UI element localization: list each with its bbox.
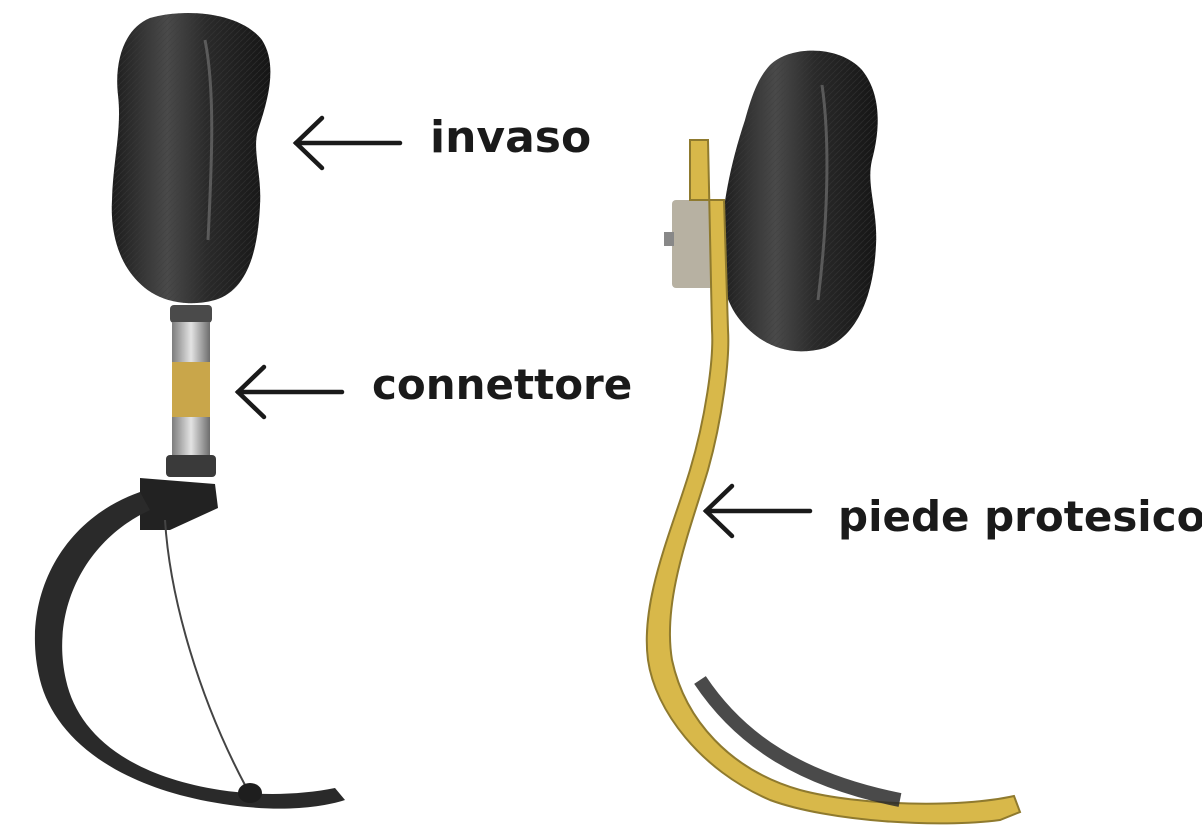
prosthetic-foot-label: piede protesico [838,492,1202,541]
connector-label: connettore [372,360,632,409]
arrow-connettore [238,367,342,417]
right-socket [720,51,877,352]
left-foot-blade [35,478,345,809]
arrow-piede-protesico [706,486,810,536]
right-prosthesis [647,51,1020,824]
left-prosthesis [35,13,345,809]
left-socket [112,13,271,303]
left-connector [166,305,216,477]
socket-label: invaso [430,112,591,163]
arrow-invaso [296,118,400,168]
